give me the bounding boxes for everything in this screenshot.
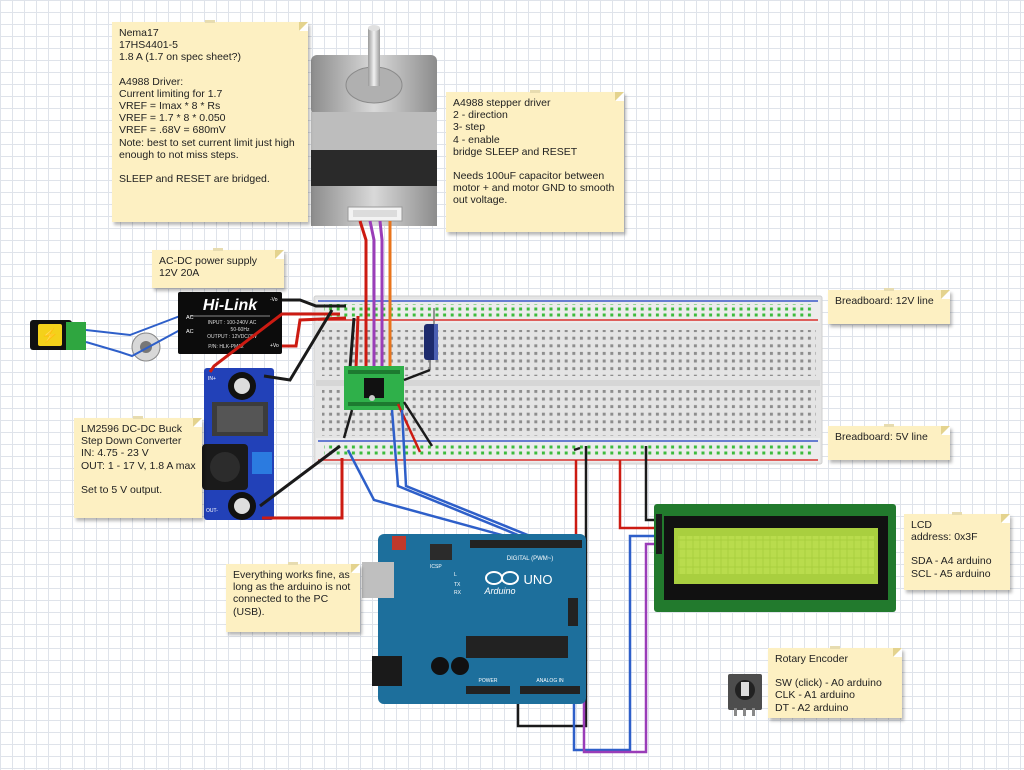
fuse-knob [131,332,161,362]
arduino-digital-label: DIGITAL (PWM~) [507,556,554,562]
note-breadboard-12v: Breadboard: 12V line [828,288,950,324]
arduino-brand: Arduino [483,586,515,596]
hilink-brand: Hi-Link [203,297,258,314]
note-power-supply: AC-DC power supply 12V 20A [152,248,284,288]
breadboard [313,295,823,465]
ac-plug: ⚡ [30,320,86,350]
lcd-display [654,504,896,612]
hilink-input: INPUT : 100-240V AC [208,320,257,326]
note-buck-converter: LM2596 DC-DC Buck Step Down Converter IN… [74,416,202,518]
note-usb-warning: Everything works fine, as long as the ar… [226,562,360,632]
stepper-motor [311,25,437,226]
arduino-analog-label: ANALOG IN [536,678,564,684]
note-breadboard-5v: Breadboard: 5V line [828,424,950,460]
buck-out-label: OUT- [206,508,218,514]
arduino-logo [485,571,519,585]
note-driver: A4988 stepper driver 2 - direction 3- st… [446,90,624,232]
arduino-l-label: L [454,572,457,578]
hilink-ac-2: AC [186,329,194,335]
rotary-encoder [728,674,762,716]
buck-in-label: IN+ [208,376,216,382]
hilink-freq: 50-60Hz [231,327,250,333]
power-wires [208,298,360,520]
arduino-power-label: POWER [479,678,498,684]
note-motor: Nema17 17HS4401-5 1.8 A (1.7 on spec she… [112,20,308,222]
driver-wires [342,368,541,542]
capacitor [424,308,438,370]
arduino-tx-label: TX [454,582,461,588]
hilink-model: P/N: HLK-PM12 [208,344,244,350]
arduino-uno: DIGITAL (PWM~) Arduino UNO ICSP TX RX L … [362,534,586,704]
motor-wires [358,220,392,368]
note-rotary-encoder: Rotary Encoder SW (click) - A0 arduino C… [768,646,902,718]
svg-text:⚡: ⚡ [41,327,58,344]
hilink-vo-plus: +Vo [270,343,279,349]
hilink-module: Hi-Link INPUT : 100-240V AC 50-60Hz OUTP… [178,292,282,354]
arduino-icsp-label: ICSP [430,564,442,570]
note-lcd: LCD address: 0x3F SDA - A4 arduino SCL -… [904,512,1010,590]
buck-converter: IN+ OUT- [202,368,274,520]
hilink-output: OUTPUT : 12VDC/3W [207,334,257,340]
arduino-rx-label: RX [454,590,462,596]
hilink-ac-1: AC [186,315,194,321]
hilink-vo-minus: -Vo [270,297,278,303]
a4988-driver [344,366,404,410]
arduino-uno-label: UNO [524,572,553,587]
ac-wires [85,315,181,358]
